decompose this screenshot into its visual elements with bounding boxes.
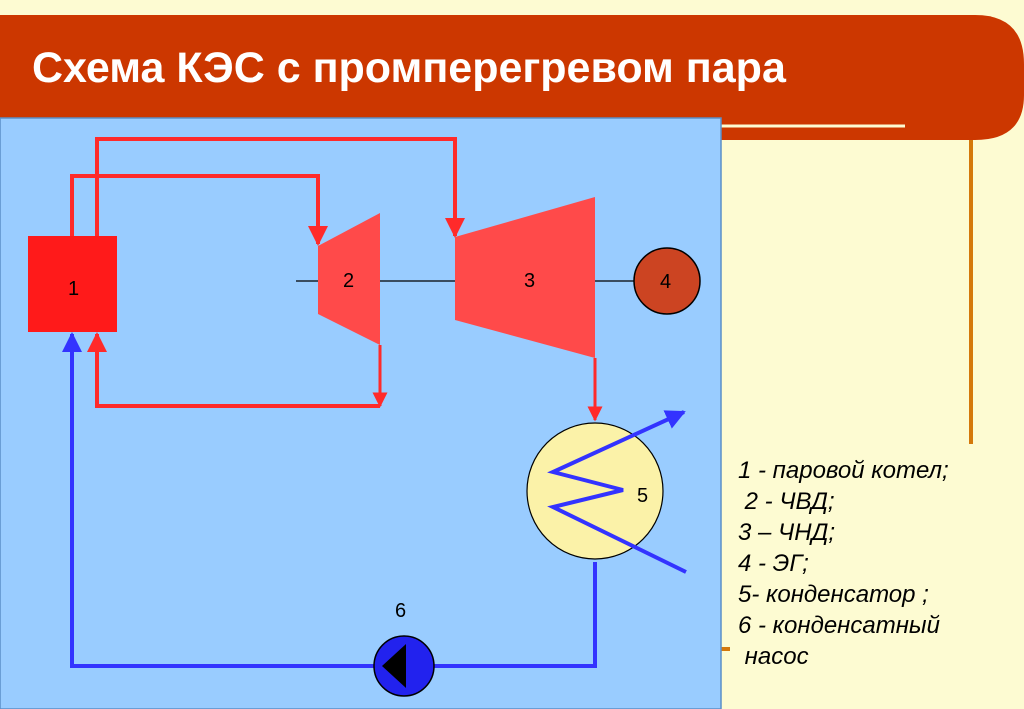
condensate-return-line: [62, 332, 597, 668]
generator-circle: [633, 247, 701, 315]
legend-item-hp-turbine: 2 - ЧВД;: [738, 488, 835, 515]
cooling-water-coil: [547, 410, 687, 574]
legend-item-pump-cont: насос: [738, 643, 809, 670]
title-band: [0, 15, 1024, 140]
cold-reheat-return-line: [87, 332, 380, 408]
condenser-circle: [526, 422, 664, 560]
hp-turbine: [318, 213, 380, 345]
legend-item-pump: 6 - конденсатный: [738, 612, 940, 639]
legend-item-condenser: 5- конденсатор ;: [738, 581, 929, 608]
live-steam-line: [70, 174, 328, 246]
legend-item-generator: 4 - ЭГ;: [738, 550, 809, 577]
lp-turbine-label: 3: [524, 270, 535, 292]
reheat-steam-line: [95, 137, 465, 238]
boiler-block: [28, 236, 117, 332]
legend: 1 - паровой котел; 2 - ЧВД; 3 – ЧНД; 4 -…: [738, 455, 1018, 672]
slide-title: Схема КЭС с промперегревом пара: [32, 44, 786, 92]
condenser-label: 5: [637, 485, 648, 507]
legend-item-lp-turbine: 3 – ЧНД;: [738, 519, 836, 546]
pump-label: 6: [395, 600, 406, 622]
hp-turbine-label: 2: [343, 270, 354, 292]
boiler-label: 1: [68, 278, 79, 300]
legend-item-boiler: 1 - паровой котел;: [738, 457, 949, 484]
diagram-panel: [0, 117, 722, 709]
generator-label: 4: [660, 271, 671, 293]
pump-triangle-icon: [382, 644, 406, 688]
lp-turbine: [455, 197, 595, 358]
